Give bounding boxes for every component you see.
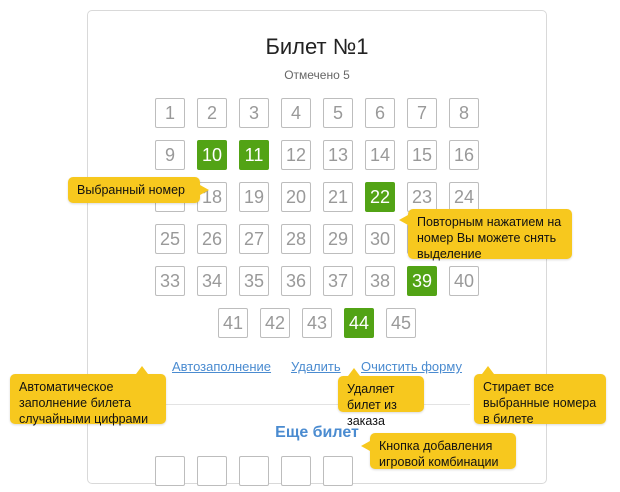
delete-link[interactable]: Удалить <box>291 359 341 374</box>
number-cell-1[interactable]: 1 <box>155 98 185 128</box>
number-cell-38[interactable]: 38 <box>365 266 395 296</box>
number-cell-empty[interactable] <box>239 456 269 486</box>
number-cell-11[interactable]: 11 <box>239 140 269 170</box>
number-cell-4[interactable]: 4 <box>281 98 311 128</box>
tooltip-add-ticket: Кнопка добавления игровой комбинации <box>361 433 516 469</box>
number-cell-45[interactable]: 45 <box>386 308 416 338</box>
number-cell-29[interactable]: 29 <box>323 224 353 254</box>
number-cell-40[interactable]: 40 <box>449 266 479 296</box>
tooltip-delete: Удаляет билет из заказа <box>338 368 424 428</box>
number-cell-26[interactable]: 26 <box>197 224 227 254</box>
number-cell-25[interactable]: 25 <box>155 224 185 254</box>
number-cell-36[interactable]: 36 <box>281 266 311 296</box>
number-cell-empty[interactable] <box>155 456 185 486</box>
number-cell-19[interactable]: 19 <box>239 182 269 212</box>
tooltip-autofill: Автоматическое заполнение билета случайн… <box>10 366 166 426</box>
number-cell-37[interactable]: 37 <box>323 266 353 296</box>
number-cell-33[interactable]: 33 <box>155 266 185 296</box>
number-cell-24[interactable]: 24 <box>449 182 479 212</box>
number-cell-14[interactable]: 14 <box>365 140 395 170</box>
clear-form-link[interactable]: Очистить форму <box>361 359 462 374</box>
number-cell-9[interactable]: 9 <box>155 140 185 170</box>
number-cell-16[interactable]: 16 <box>449 140 479 170</box>
tooltip-selected-number: Выбранный номер <box>68 177 209 203</box>
number-cell-34[interactable]: 34 <box>197 266 227 296</box>
number-cell-6[interactable]: 6 <box>365 98 395 128</box>
number-cell-empty[interactable] <box>197 456 227 486</box>
marked-count: Отмечено 5 <box>284 68 350 82</box>
number-cell-empty[interactable] <box>323 456 353 486</box>
number-cell-27[interactable]: 27 <box>239 224 269 254</box>
number-cell-39[interactable]: 39 <box>407 266 437 296</box>
number-cell-44[interactable]: 44 <box>344 308 374 338</box>
number-cell-35[interactable]: 35 <box>239 266 269 296</box>
number-cell-2[interactable]: 2 <box>197 98 227 128</box>
number-cell-20[interactable]: 20 <box>281 182 311 212</box>
autofill-link[interactable]: Автозаполнение <box>172 359 272 374</box>
number-cell-41[interactable]: 41 <box>218 308 248 338</box>
ticket-title: Билет №1 <box>265 34 369 59</box>
number-cell-empty[interactable] <box>281 456 311 486</box>
number-cell-13[interactable]: 13 <box>323 140 353 170</box>
number-cell-43[interactable]: 43 <box>302 308 332 338</box>
divider <box>155 404 470 405</box>
number-cell-10[interactable]: 10 <box>197 140 227 170</box>
number-cell-3[interactable]: 3 <box>239 98 269 128</box>
number-cell-8[interactable]: 8 <box>449 98 479 128</box>
number-cell-7[interactable]: 7 <box>407 98 437 128</box>
tooltip-repeat-click: Повторным нажатием на номер Вы можете сн… <box>399 209 572 261</box>
number-cell-23[interactable]: 23 <box>407 182 437 212</box>
number-cell-5[interactable]: 5 <box>323 98 353 128</box>
number-cell-15[interactable]: 15 <box>407 140 437 170</box>
tooltip-clear-form: Стирает все выбранные номера в билете <box>474 366 606 426</box>
number-cell-12[interactable]: 12 <box>281 140 311 170</box>
add-ticket-button[interactable]: Еще билет <box>275 424 359 441</box>
number-cell-22[interactable]: 22 <box>365 182 395 212</box>
number-cell-42[interactable]: 42 <box>260 308 290 338</box>
number-cell-30[interactable]: 30 <box>365 224 395 254</box>
number-cell-28[interactable]: 28 <box>281 224 311 254</box>
number-cell-21[interactable]: 21 <box>323 182 353 212</box>
